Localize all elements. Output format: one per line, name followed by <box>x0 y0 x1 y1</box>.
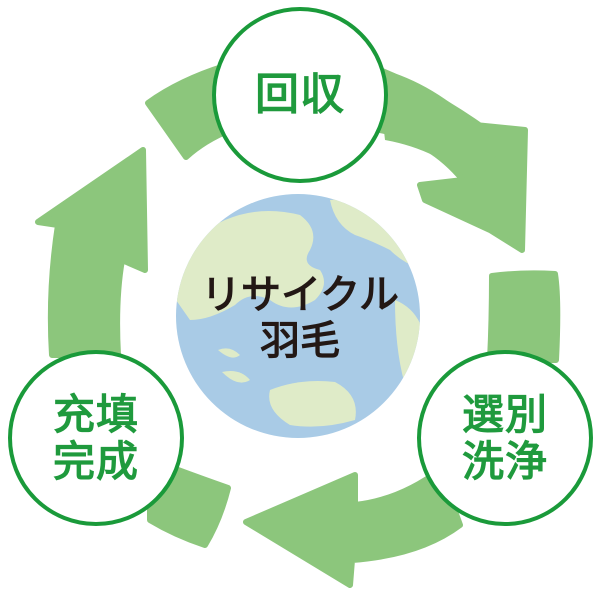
arrow-sort-to-fill <box>243 467 463 588</box>
arrow-tail-bottom-left <box>147 467 231 548</box>
step-circle-sort-wash <box>417 350 593 526</box>
step-fill-complete-line1: 充填 <box>52 389 139 439</box>
center-label-line1: リサイクル <box>201 272 399 318</box>
step-circle-collect <box>212 7 388 183</box>
step-label-sort-wash: 選別 洗浄 <box>419 352 591 524</box>
arrow-collect-to-sort <box>377 67 528 253</box>
arrow-fill-to-collect <box>35 147 148 358</box>
step-collect-line1: 回収 <box>255 69 345 121</box>
step-fill-complete-line2: 完成 <box>52 437 139 486</box>
center-label: リサイクル 羽毛 <box>170 272 430 364</box>
arrow-tail-right <box>487 270 561 363</box>
step-label-collect: 回収 <box>214 9 386 181</box>
step-circle-fill-complete <box>8 350 184 526</box>
step-sort-wash-line1: 選別 <box>461 389 548 439</box>
step-sort-wash-line2: 洗浄 <box>461 437 548 486</box>
step-label-fill-complete: 充填 完成 <box>10 352 182 524</box>
center-label-line2: 羽毛 <box>260 318 340 364</box>
